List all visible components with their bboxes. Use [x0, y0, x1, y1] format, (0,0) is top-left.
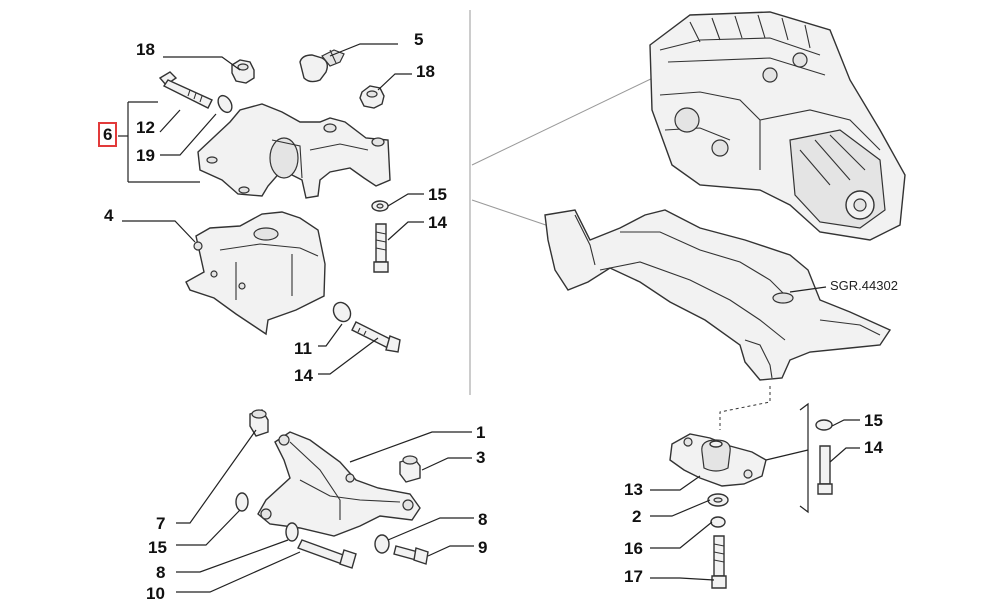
reference-code-label: SGR.44302: [830, 278, 898, 293]
subframe-crossmember: [544, 209, 892, 381]
callout-9[interactable]: 9: [478, 538, 488, 557]
nut-18-upper-right: [359, 85, 385, 109]
bracket-6: [197, 103, 391, 199]
callout-17[interactable]: 17: [624, 567, 643, 586]
callout-18-upper-right[interactable]: 18: [416, 62, 435, 81]
rubber-bushing-5: [299, 49, 345, 83]
gearbox-bracket-assembly: [176, 409, 474, 593]
callout-19[interactable]: 19: [136, 146, 155, 165]
callout-11[interactable]: 11: [294, 339, 312, 358]
mount-bracket-assembly: [118, 43, 412, 199]
callout-8-left[interactable]: 8: [156, 563, 166, 582]
callout-15-right[interactable]: 15: [864, 411, 883, 430]
callout-14-lower[interactable]: 14: [294, 366, 313, 385]
section-dividers: [469, 10, 658, 395]
engine-assembly: [649, 11, 906, 241]
bolt-12: [158, 71, 213, 109]
callout-16[interactable]: 16: [624, 539, 643, 558]
callout-15-lower-left[interactable]: 15: [148, 538, 167, 557]
callout-3[interactable]: 3: [476, 448, 486, 467]
callout-1[interactable]: 1: [476, 423, 486, 442]
washer-15-and-bolt-14-upper: [371, 193, 424, 273]
callout-13[interactable]: 13: [624, 480, 643, 499]
washer-11-and-bolt-14-lower: [318, 301, 401, 375]
rear-mount-assembly: [650, 402, 860, 589]
callout-15-upper[interactable]: 15: [428, 185, 447, 204]
callout-18-upper-left[interactable]: 18: [136, 40, 155, 59]
callout-14-upper[interactable]: 14: [428, 213, 447, 232]
callout-14-right[interactable]: 14: [864, 438, 883, 457]
engine-support-4: [122, 211, 326, 336]
callout-7[interactable]: 7: [156, 514, 166, 533]
callout-2[interactable]: 2: [632, 507, 642, 526]
callout-5[interactable]: 5: [414, 30, 424, 49]
callout-6-highlighted[interactable]: 6: [98, 122, 118, 147]
callout-10[interactable]: 10: [146, 584, 165, 600]
callout-8-right[interactable]: 8: [478, 510, 488, 529]
callout-4[interactable]: 4: [104, 206, 114, 225]
nut-18-upper-left: [231, 59, 255, 84]
callout-12[interactable]: 12: [136, 118, 155, 137]
